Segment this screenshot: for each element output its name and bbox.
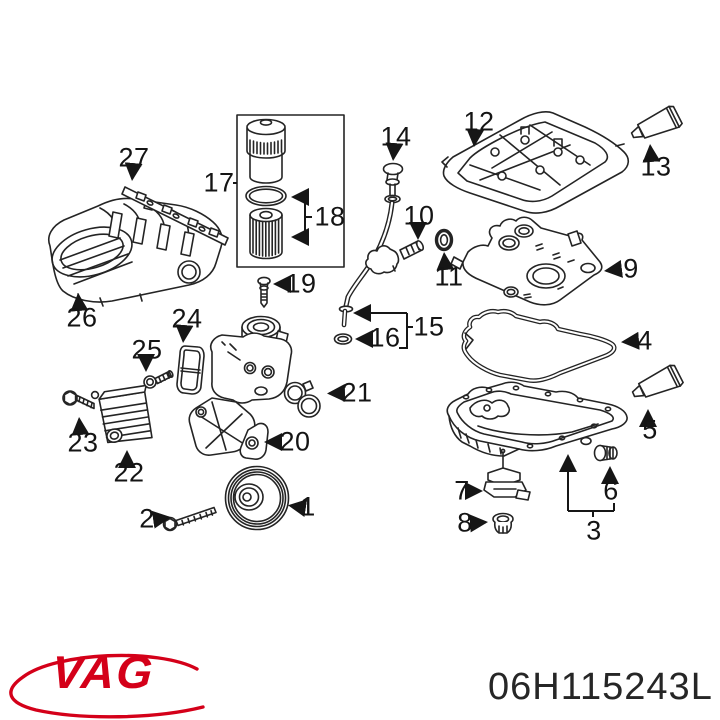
part-22-oil-cooler-drawing: [90, 384, 153, 444]
callout-3: 3: [586, 515, 602, 546]
leader-3-bracket: [568, 503, 615, 517]
part-25-bolt-drawing: [143, 370, 174, 389]
leader-23: [71, 417, 90, 436]
leader-13: [642, 144, 661, 163]
callout-20: 20: [279, 426, 311, 457]
callout-15: 15: [413, 311, 445, 342]
callout-17: 17: [203, 167, 235, 198]
part-16-oring-drawing: [333, 333, 353, 345]
part-8-plug-drawing: [492, 512, 514, 534]
callout-10: 10: [403, 200, 435, 231]
callout-26: 26: [66, 302, 98, 333]
callout-13: 13: [640, 151, 672, 182]
callout-24: 24: [171, 303, 203, 334]
part-13-sealant-tube-drawing: [627, 103, 684, 147]
part-3-oil-pan-drawing: [446, 381, 628, 457]
leader-26: [70, 293, 89, 312]
part-26-intake-manifold-drawing: [48, 197, 223, 307]
callout-23: 23: [67, 427, 99, 458]
leader-1: [288, 499, 308, 517]
callout-9: 9: [623, 253, 639, 284]
part-23-bolt-drawing: [62, 390, 95, 410]
leader-27: [124, 162, 143, 181]
leader-lines: [70, 128, 661, 533]
callout-6: 6: [603, 475, 619, 506]
part-19-bolt-drawing: [257, 276, 271, 308]
part-27-manifold-gasket-drawing: [121, 186, 229, 246]
vag-logo-text: VAG: [50, 646, 157, 698]
callout-11: 11: [434, 261, 464, 292]
callout-18: 18: [314, 201, 346, 232]
leader-2: [151, 510, 171, 529]
leader-18-bracket: [304, 197, 312, 237]
part-1-pulley-drawing: [224, 465, 290, 531]
part-4-pan-gasket-drawing: [461, 308, 617, 383]
callout-7: 7: [454, 475, 470, 506]
leader-9: [604, 259, 623, 278]
leader-14: [385, 142, 404, 161]
callout-27: 27: [118, 142, 150, 173]
part-14-cap-drawing: [382, 162, 404, 196]
leader-12: [466, 128, 485, 147]
part-24-gasket-drawing: [176, 345, 205, 395]
callout-2: 2: [139, 503, 155, 534]
vag-logo-swoosh: [9, 653, 205, 719]
part-21-gasket-drawing: [283, 380, 321, 418]
part-12-ladder-frame-drawing: [441, 111, 630, 214]
callout-16: 16: [369, 322, 401, 353]
callout-22: 22: [113, 457, 145, 488]
part-20-bracket-drawing: [188, 315, 293, 460]
leader-11: [436, 252, 455, 271]
callout-4: 4: [637, 325, 653, 356]
part-5-sealant-tube-drawing: [628, 362, 685, 406]
part-11-seal-drawing: [434, 228, 454, 252]
part-6-drain-plug-drawing: [593, 444, 618, 462]
callout-19: 19: [285, 268, 317, 299]
callout-1: 1: [300, 491, 316, 522]
part-2-bolt-drawing: [162, 506, 217, 532]
leader-15-bracket: [399, 313, 413, 349]
leader-8: [469, 514, 488, 533]
callout-5: 5: [642, 414, 658, 445]
callout-21: 21: [341, 377, 373, 408]
part-9-baffle-drawing: [450, 216, 603, 306]
part-7-oil-level-sensor-drawing: [483, 448, 531, 501]
part-17-filter-kit-box-drawing: [236, 114, 345, 268]
callout-14: 14: [380, 121, 412, 152]
callout-12: 12: [463, 106, 495, 137]
leader-24: [175, 324, 194, 343]
leader-4: [621, 331, 640, 350]
callout-25: 25: [131, 334, 163, 365]
part-10-fitting-drawing: [365, 240, 425, 275]
part-number: 06H115243L: [488, 666, 713, 708]
callout-8: 8: [457, 507, 473, 538]
